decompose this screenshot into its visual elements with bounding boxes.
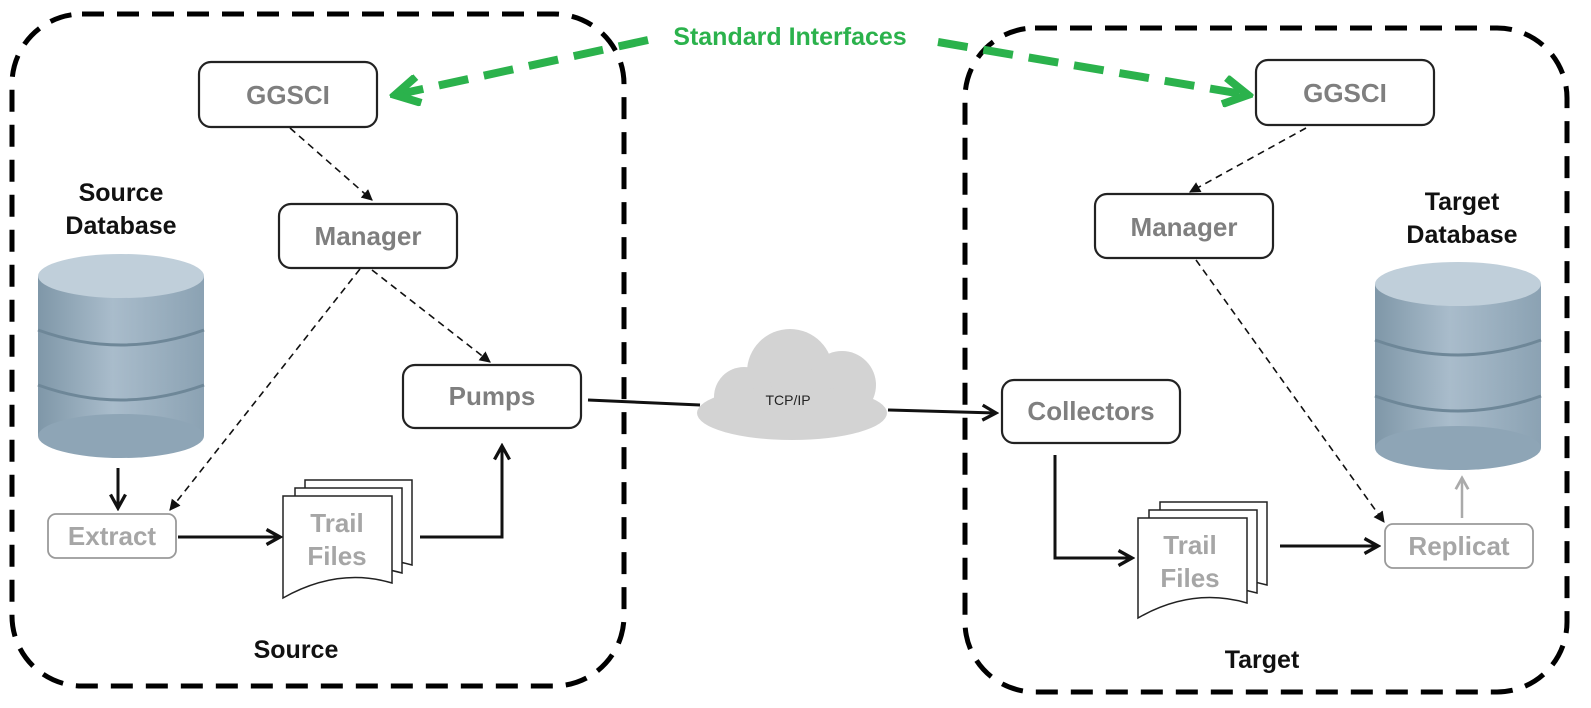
ggsci-to-manager-arrow [289,127,373,201]
standard-interfaces-label: Standard Interfaces [673,23,906,51]
collectors-label: Collectors [1027,396,1154,426]
target-manager-label: Manager [1131,212,1238,242]
collectors-box[interactable] [1000,378,1182,445]
manager-to-extract-arrow [169,268,361,511]
tcpip-label: TCP/IP [765,392,810,408]
interfaces-arrow-left [395,36,649,95]
source-ggsci-box[interactable] [197,60,379,129]
pumps-to-network-line [587,398,701,407]
target-database-label-line1: Target [1425,188,1500,216]
interfaces-arrow-right [937,38,1248,95]
source-database-icon [37,254,205,458]
extract-label: Extract [68,521,156,551]
source-region-boundary [9,11,627,689]
source-trail-files-icon [282,479,413,600]
source-database-label-line2: Database [65,212,176,240]
target-ggsci-label: GGSCI [1303,78,1387,108]
target-trail-files-icon [1137,501,1268,620]
target-trail-label-line1: Trail [1163,530,1216,560]
target-ggsci-box[interactable] [1254,58,1436,127]
trail-to-pumps-arrow [420,446,502,539]
extract-box[interactable] [47,513,177,559]
source-trail-label-line2: Files [307,541,366,571]
source-region-label: Source [254,636,339,664]
replicat-box[interactable] [1384,523,1534,569]
source-database-label-line1: Source [79,179,164,207]
source-manager-box[interactable] [277,202,459,270]
manager-to-pumps-arrow [371,269,491,363]
source-ggsci-label: GGSCI [246,80,330,110]
network-to-collectors-arrow [887,410,996,413]
target-database-label-line2: Database [1406,221,1517,249]
cloud-icon [697,329,887,440]
replicat-label: Replicat [1408,531,1509,561]
pumps-label: Pumps [449,381,536,411]
target-ggsci-to-manager-arrow [1189,127,1307,193]
target-trail-label-line2: Files [1160,563,1219,593]
target-region-label: Target [1225,646,1300,674]
source-manager-label: Manager [315,221,422,251]
collectors-to-trail-arrow [1053,455,1132,558]
target-manager-to-replicat-arrow [1195,259,1385,523]
pumps-box[interactable] [401,363,583,430]
target-manager-box[interactable] [1093,192,1275,260]
target-database-icon [1374,262,1542,470]
source-trail-label-line1: Trail [310,508,363,538]
target-region-boundary [962,25,1570,695]
